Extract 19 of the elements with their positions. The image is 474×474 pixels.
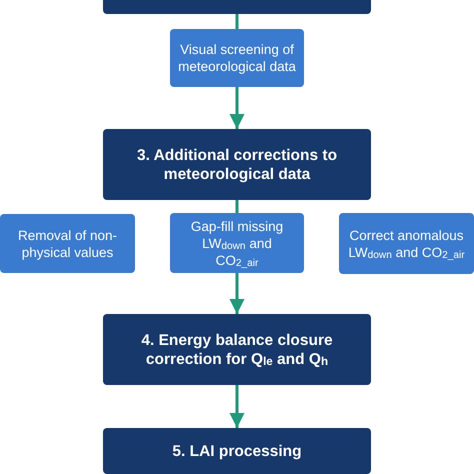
substep-box (0, 214, 135, 273)
box-text: Gap-fill missing LW$_{down}$ and CO$_{2_air}$ (190, 218, 284, 268)
step-box (103, 428, 371, 474)
connector-line (236, 200, 238, 213)
box-text: Correct anomalous LW$_{down}$ and CO$_{2_air}$ (347, 226, 466, 260)
substep-box (339, 213, 474, 274)
box-text: Removal of non-physical values (16, 226, 118, 260)
substep-box (170, 29, 304, 87)
arrow (230, 385, 244, 428)
arrow (230, 273, 244, 314)
step-box (103, 129, 371, 200)
step-box (103, 314, 371, 385)
box-text: 4. Energy balance closure correction for Q$_{le}$ and Q$_{h}$ (140, 330, 334, 368)
box-text: Visual screening of meteorological data (177, 41, 297, 75)
substep-box (170, 213, 304, 273)
connector-line (236, 14, 238, 29)
arrow (230, 87, 244, 129)
box-text: 3. Additional corrections to meteorological data (136, 146, 338, 184)
box-text: 5. LAI processing (172, 442, 302, 460)
